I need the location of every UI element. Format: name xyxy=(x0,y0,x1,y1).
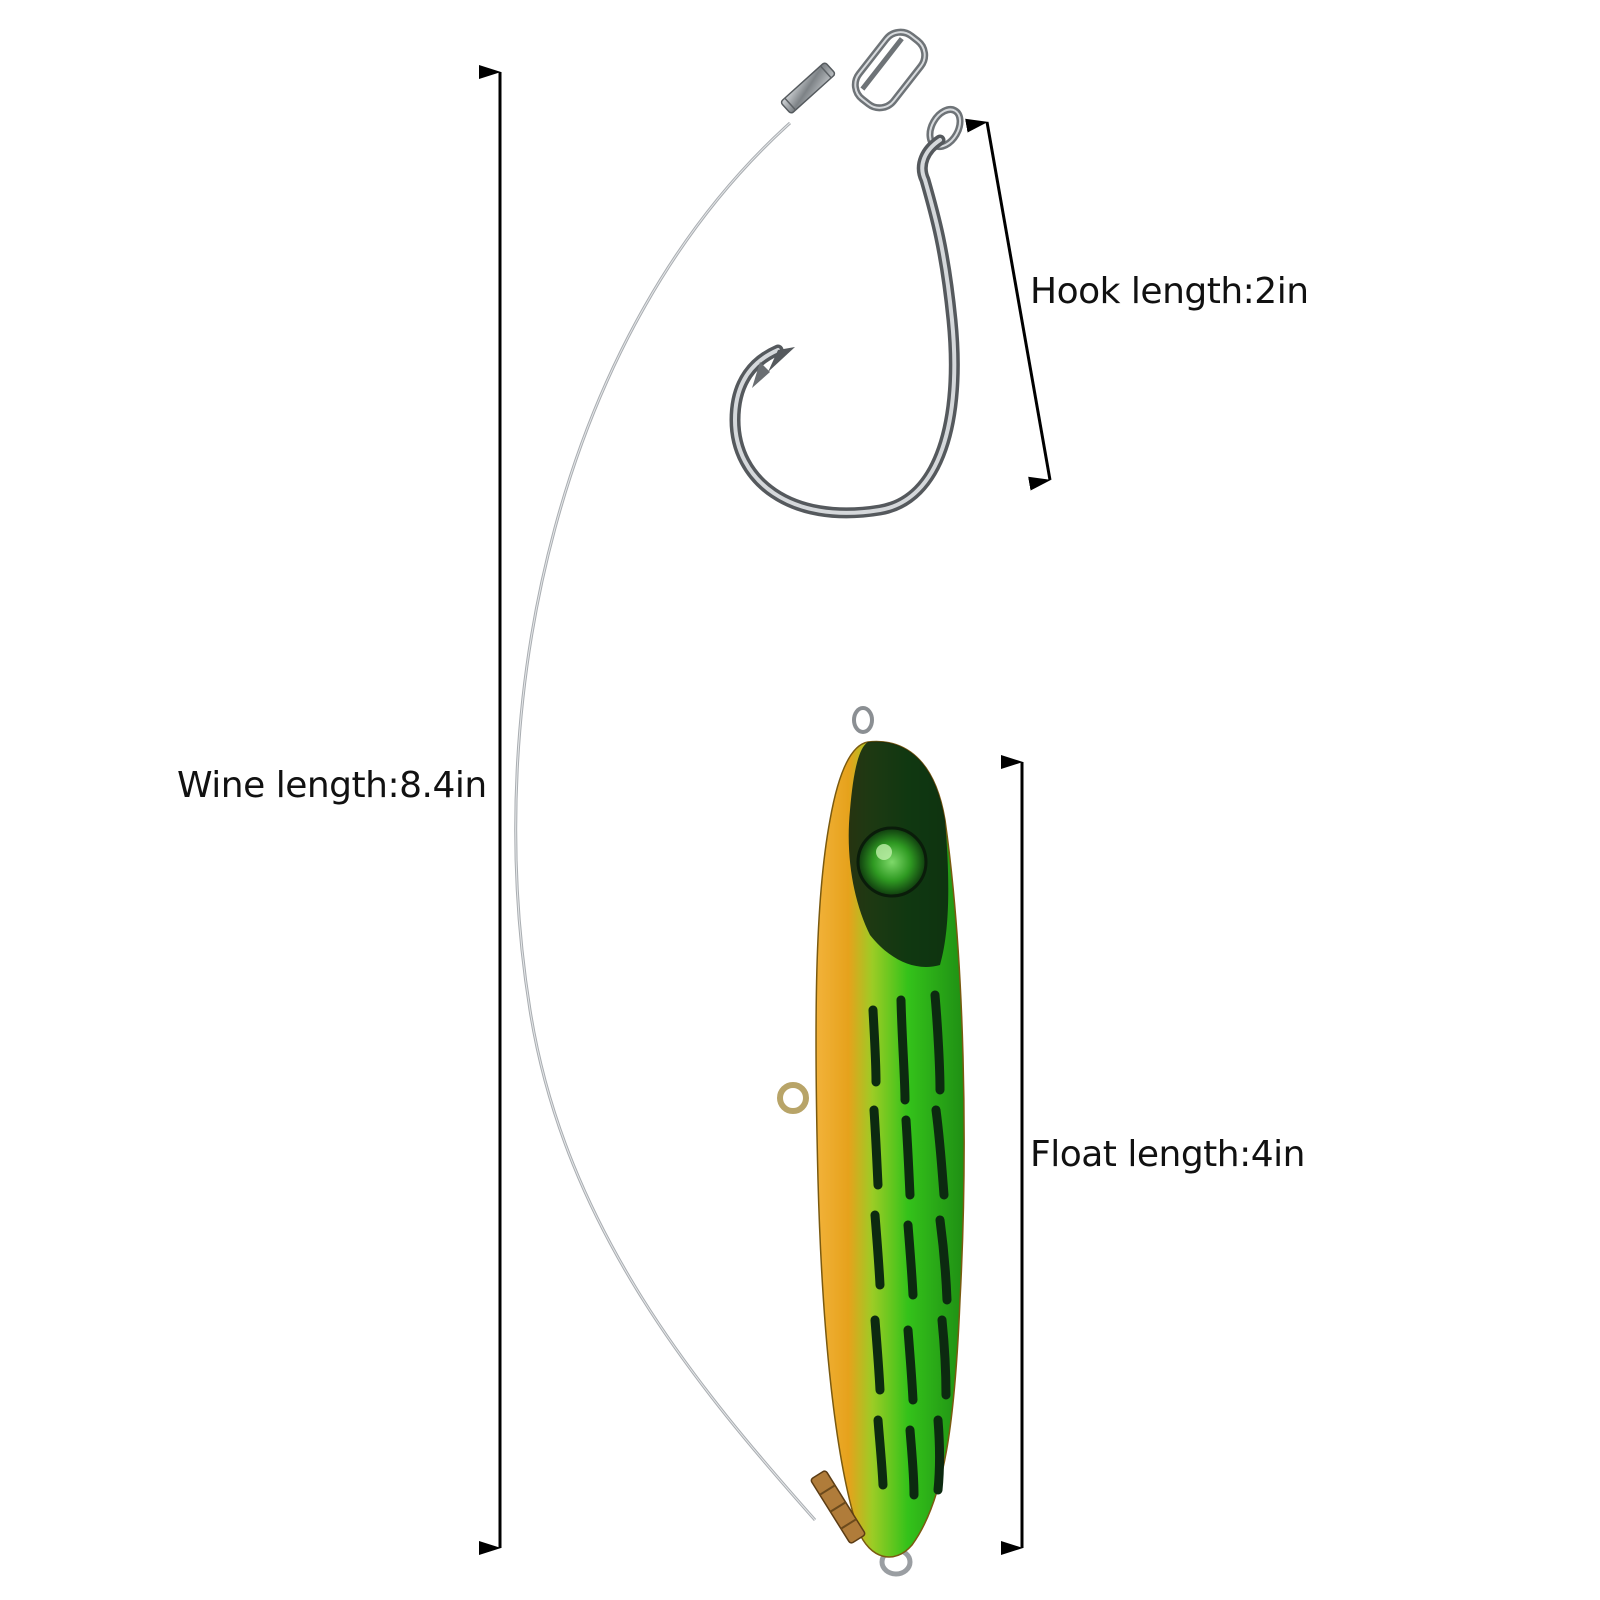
snap-swivel xyxy=(851,28,964,150)
lure-stripes xyxy=(868,990,952,1500)
circle-hook xyxy=(729,134,960,519)
top-crimp-sleeve xyxy=(780,62,836,114)
wire-leader xyxy=(514,121,817,1521)
wire-length-label: Wine length:8.4in xyxy=(177,765,487,806)
hook-length-arrow-icon xyxy=(965,118,1052,491)
hook-length-label: Hook length:2in xyxy=(1030,271,1309,312)
float-length-label: Float length:4in xyxy=(1030,1134,1305,1175)
topwater-float-lure xyxy=(777,706,965,1577)
bottom-crimp-sleeve xyxy=(810,1470,866,1544)
